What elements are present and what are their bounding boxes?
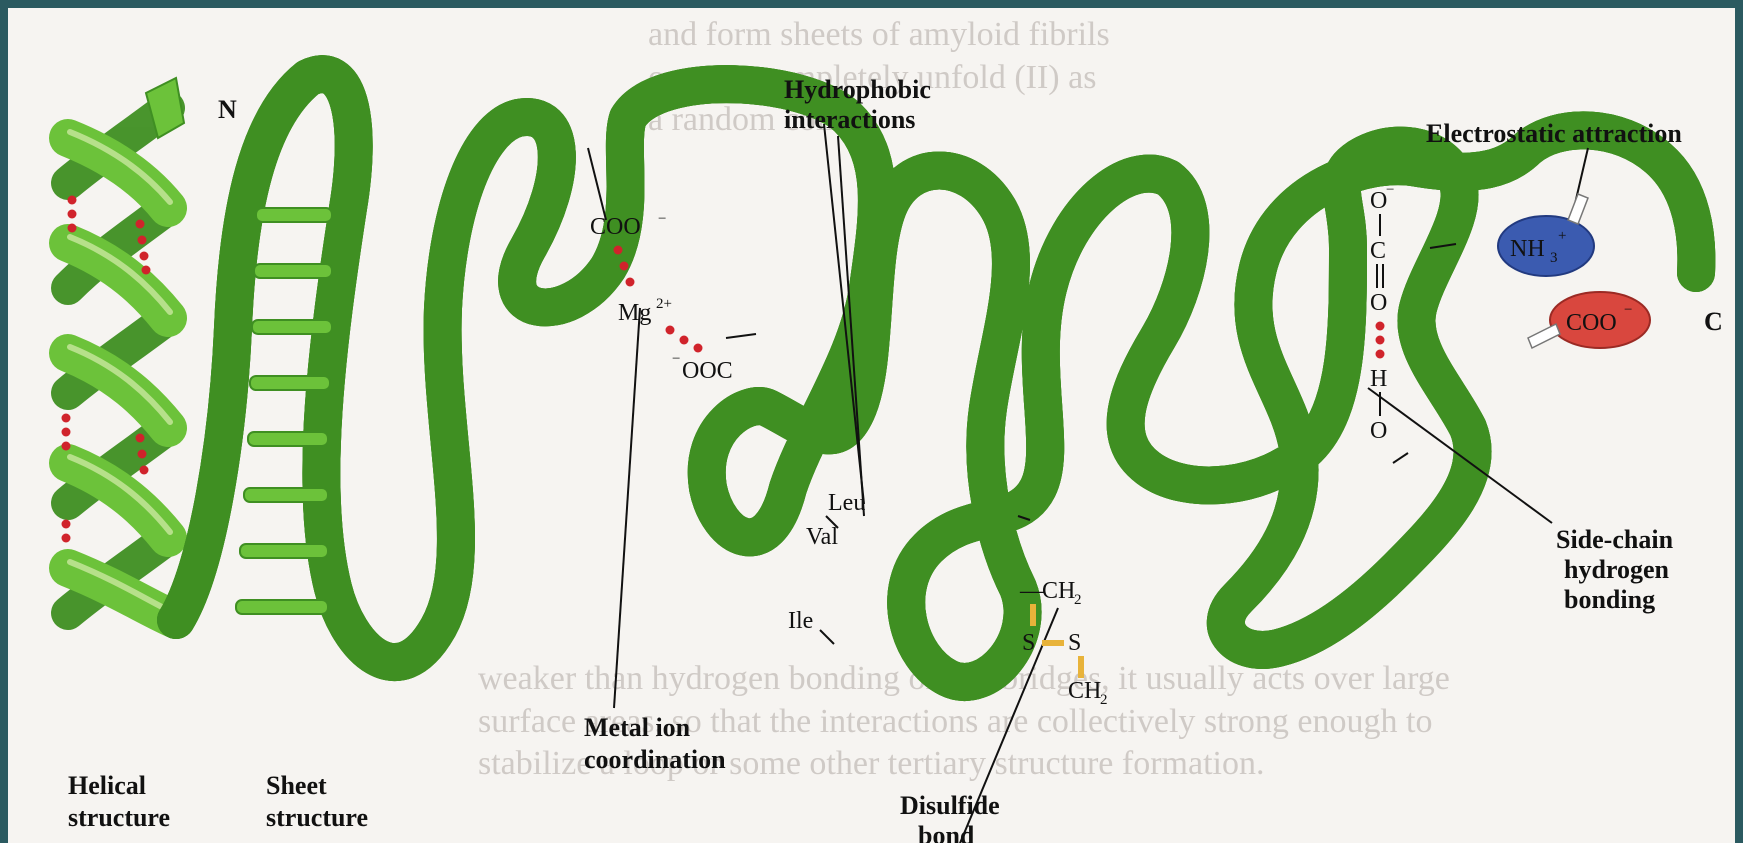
electrostatic-connector-bottom	[1528, 324, 1560, 348]
protein-diagram: N C COO − Mg 2+ − OOC Hydrophobic intera…	[8, 8, 1735, 843]
ooc-text: OOC	[682, 358, 733, 384]
coo-minus-text: COO	[590, 214, 641, 240]
disulfide-label-line2: bond	[918, 821, 975, 843]
sidechain-label-line1: Side-chain	[1556, 525, 1674, 554]
alpha-helix	[62, 78, 185, 620]
electrostatic-connector-top	[1568, 194, 1588, 224]
metal-coordination-group: COO − Mg 2+ − OOC	[590, 211, 733, 384]
mg-text: Mg	[618, 300, 651, 326]
disulfide-bond-vert-right	[1078, 656, 1084, 678]
s-left: S	[1022, 630, 1035, 656]
figure-frame: and form sheets of amyloid fibrils or ev…	[8, 8, 1735, 843]
metal-label-line1: Metal ion	[584, 713, 691, 742]
hydrophobic-label-line2: interactions	[784, 105, 915, 134]
electrostatic-label: Electrostatic attraction	[1426, 119, 1682, 148]
disulfide-bond-vert-left	[1030, 604, 1036, 626]
s-right: S	[1068, 630, 1081, 656]
n-terminus-label: N	[218, 95, 237, 124]
c-atom: C	[1370, 238, 1386, 264]
disulfide-label-line1: Disulfide	[900, 791, 1000, 820]
o-top-charge: −	[1386, 182, 1394, 198]
ooc-minus-charge: −	[672, 351, 680, 367]
metal-label-line2: coordination	[584, 745, 726, 774]
c-terminus-label: C	[1704, 307, 1723, 336]
sidechain-hbond-dots	[1376, 322, 1385, 359]
coo-ion-text: COO	[1566, 310, 1617, 336]
helical-label-line1: Helical	[68, 771, 146, 800]
mg-charge: 2+	[656, 296, 672, 312]
disulfide-bond	[1042, 640, 1064, 646]
val-text: Val	[806, 524, 838, 550]
leu-text: Leu	[828, 490, 865, 516]
ch2-top-sub: 2	[1074, 592, 1082, 608]
ch2-top: CH	[1042, 578, 1075, 604]
coo-ion: COO −	[1550, 292, 1650, 348]
nh3-sub: 3	[1550, 250, 1558, 266]
ch2-bottom-sub: 2	[1100, 692, 1108, 708]
sidechain-label-line2: hydrogen	[1564, 555, 1670, 584]
sidechain-label-line3: bonding	[1564, 585, 1655, 614]
coo-minus-charge: −	[658, 211, 666, 227]
hydrophobic-label-line1: Hydrophobic	[784, 75, 931, 104]
o-mid: O	[1370, 290, 1387, 316]
nh3-ion: NH 3 +	[1498, 216, 1594, 276]
coo-ion-charge: −	[1624, 302, 1632, 318]
sheet-label-line2: structure	[266, 803, 368, 832]
h-atom: H	[1370, 366, 1387, 392]
nh3-text: NH	[1510, 236, 1545, 262]
ch2-bottom: CH	[1068, 678, 1101, 704]
sheet-label-line1: Sheet	[266, 771, 327, 800]
helical-label-line2: structure	[68, 803, 170, 832]
disulfide-group: — CH 2 S S CH 2	[1019, 578, 1108, 708]
o-top: O	[1370, 188, 1387, 214]
nh3-charge: +	[1558, 228, 1566, 244]
o-bottom: O	[1370, 418, 1387, 444]
main-ribbon	[176, 74, 1696, 682]
ile-text: Ile	[788, 608, 813, 634]
